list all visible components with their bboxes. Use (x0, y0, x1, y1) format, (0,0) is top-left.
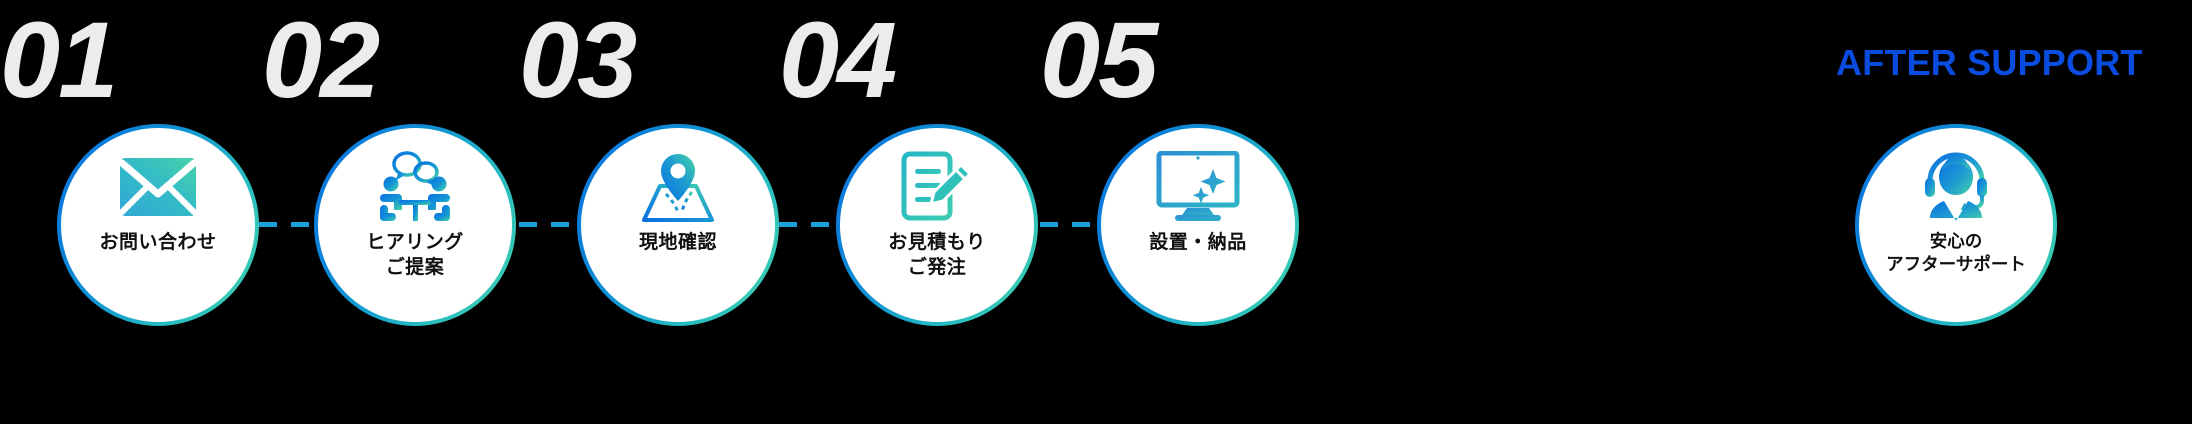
connector-4-5 (1040, 222, 1098, 227)
meeting-people-speech-bubble-icon (373, 150, 457, 224)
step-label-02: ヒアリング ご提案 (366, 232, 464, 279)
step-node-04[interactable]: お見積もり ご発注 (836, 124, 1038, 326)
step-circle-03[interactable]: 現地確認 (577, 124, 779, 326)
step-circle-02[interactable]: ヒアリング ご提案 (314, 124, 516, 326)
headset-support-agent-icon (1914, 150, 1998, 224)
step-node-01[interactable]: お問い合わせ (57, 124, 259, 326)
step-number-03: 03 (519, 0, 637, 120)
document-pencil-icon (895, 150, 979, 224)
step-node-03[interactable]: 現地確認 (577, 124, 779, 326)
connector-3-4 (779, 222, 837, 227)
step-label-03: 現地確認 (638, 232, 717, 253)
connector-1-2 (259, 222, 317, 227)
step-label-01: お問い合わせ (99, 232, 217, 253)
step-node-after-support[interactable]: 安心の アフターサポート (1855, 124, 2057, 326)
connector-2-3 (519, 222, 577, 227)
map-location-pin-icon (636, 150, 720, 224)
step-number-04: 04 (779, 0, 897, 120)
step-node-05[interactable]: 設置・納品 (1097, 124, 1299, 326)
step-label-04: お見積もり ご発注 (888, 232, 986, 279)
step-circle-05[interactable]: 設置・納品 (1097, 124, 1299, 326)
step-circle-after-support[interactable]: 安心の アフターサポート (1855, 124, 2057, 326)
step-number-02: 02 (262, 0, 380, 120)
step-number-01: 01 (0, 0, 118, 120)
step-circle-04[interactable]: お見積もり ご発注 (836, 124, 1038, 326)
step-node-02[interactable]: ヒアリング ご提案 (314, 124, 516, 326)
after-support-heading: AFTER SUPPORT (1836, 42, 2143, 83)
monitor-sparkle-icon (1156, 150, 1240, 224)
step-label-05: 設置・納品 (1149, 232, 1247, 253)
step-number-05: 05 (1040, 0, 1158, 120)
mail-envelope-icon (116, 150, 200, 224)
step-label-after-support: 安心の アフターサポート (1886, 231, 2026, 275)
step-circle-01[interactable]: お問い合わせ (57, 124, 259, 326)
